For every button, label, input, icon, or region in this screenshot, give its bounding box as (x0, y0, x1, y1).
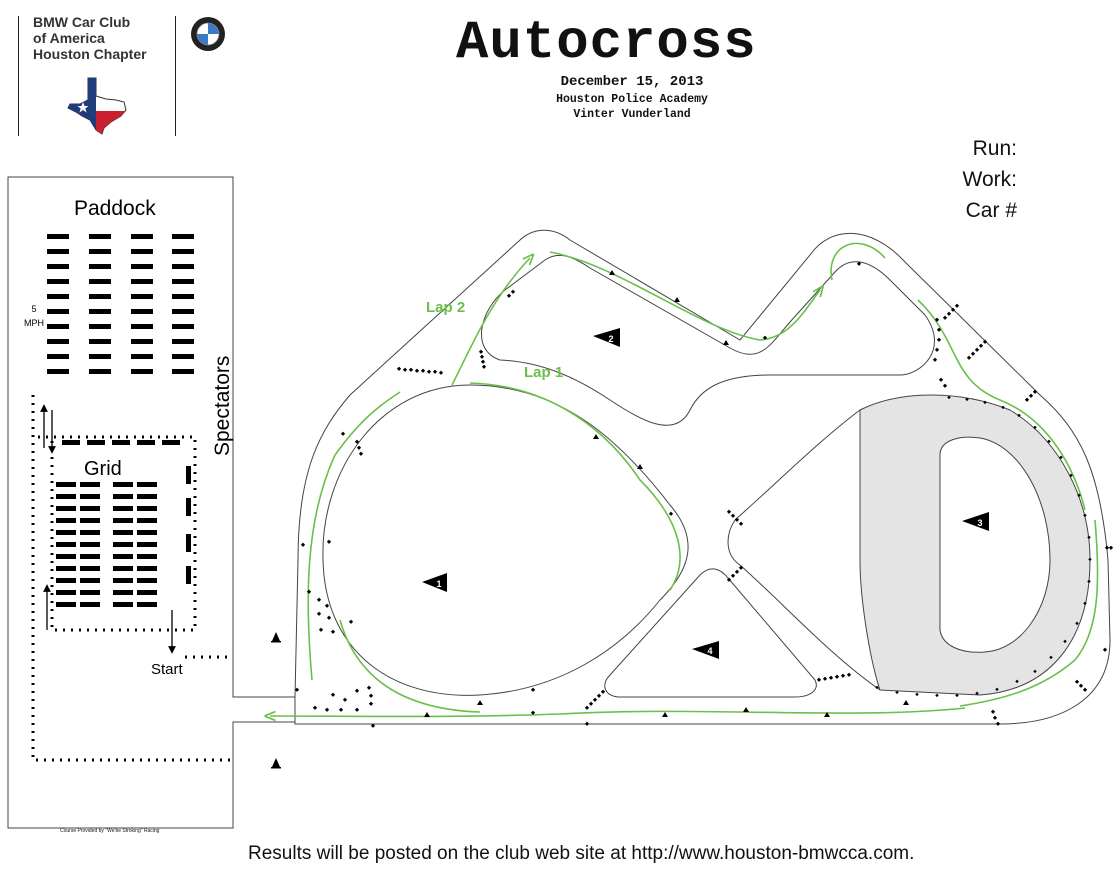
event-theme: Vinter Vunderland (573, 108, 691, 121)
worker-stations: 1 2 3 4 (422, 328, 989, 659)
course-credit: Course Provided by "We'be Stroking" Raci… (60, 828, 160, 834)
club-name-line3: Houston Chapter (33, 46, 147, 62)
car-number-label: Car # (965, 199, 1017, 222)
speed-limit-unit: MPH (24, 318, 44, 328)
station-1-icon: 1 (422, 573, 447, 592)
cones (294, 261, 1114, 728)
paddock-outline (7, 176, 296, 829)
station-2-label: 2 (608, 334, 613, 344)
pointer-cones (271, 270, 909, 769)
lap-1-label: Lap 1 (524, 364, 563, 381)
page-title: Autocross (456, 13, 757, 74)
run-label: Run: (972, 137, 1017, 160)
logo-divider-left (18, 16, 19, 136)
station-3-icon: 3 (962, 512, 989, 531)
grid-label: Grid (84, 458, 122, 480)
bmw-logo-icon (191, 17, 225, 51)
upper-island (481, 255, 935, 426)
grid-spots (56, 440, 191, 607)
results-notice: Results will be posted on the club web s… (248, 843, 915, 864)
speed-limit-number: 5 (31, 304, 36, 314)
run-info-box: Run: Work: Car # (963, 133, 1017, 226)
left-island (322, 384, 689, 696)
station-2-icon: 2 (593, 328, 620, 347)
paddock-spots (47, 234, 194, 374)
bottom-island (604, 568, 817, 698)
club-name-line1: BMW Car Club (33, 14, 131, 30)
station-4-label: 4 (707, 646, 712, 656)
event-venue: Houston Police Academy (556, 93, 708, 106)
station-3-label: 3 (977, 518, 982, 528)
shaded-area-cones (875, 395, 1092, 698)
walkway (31, 395, 233, 762)
event-date: December 15, 2013 (560, 74, 704, 90)
lap-2-label: Lap 2 (426, 299, 465, 316)
work-label: Work: (962, 168, 1017, 191)
outer-boundary (294, 229, 1111, 725)
paddock-label: Paddock (74, 197, 156, 220)
start-label: Start (151, 661, 184, 678)
course-line (270, 242, 1099, 716)
spectators-label: Spectators (211, 356, 234, 456)
direction-arrows (40, 404, 176, 654)
station-4-icon: 4 (692, 641, 719, 659)
station-1-label: 1 (436, 579, 441, 589)
texas-flag-icon (67, 77, 127, 135)
d-island (939, 436, 1051, 653)
right-lane-edge (727, 409, 881, 691)
logo-divider-right (175, 16, 176, 136)
club-name: BMW Car Club of America Houston Chapter (33, 14, 147, 62)
club-name-line2: of America (33, 30, 105, 46)
